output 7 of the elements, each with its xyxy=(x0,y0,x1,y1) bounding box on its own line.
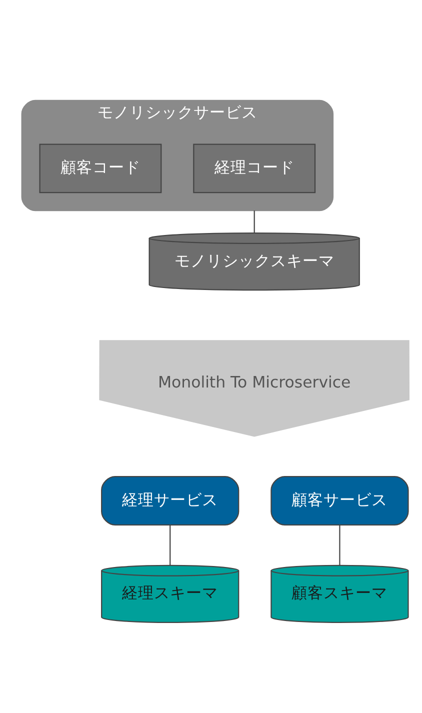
node-box: 顧客サービス xyxy=(270,476,409,525)
node-box: 経理サービス xyxy=(101,476,240,525)
node-box: 経理コード xyxy=(193,143,316,193)
connector xyxy=(254,210,255,232)
connector xyxy=(339,524,340,565)
node-box: 顧客コード xyxy=(39,143,162,193)
connector xyxy=(170,524,171,565)
